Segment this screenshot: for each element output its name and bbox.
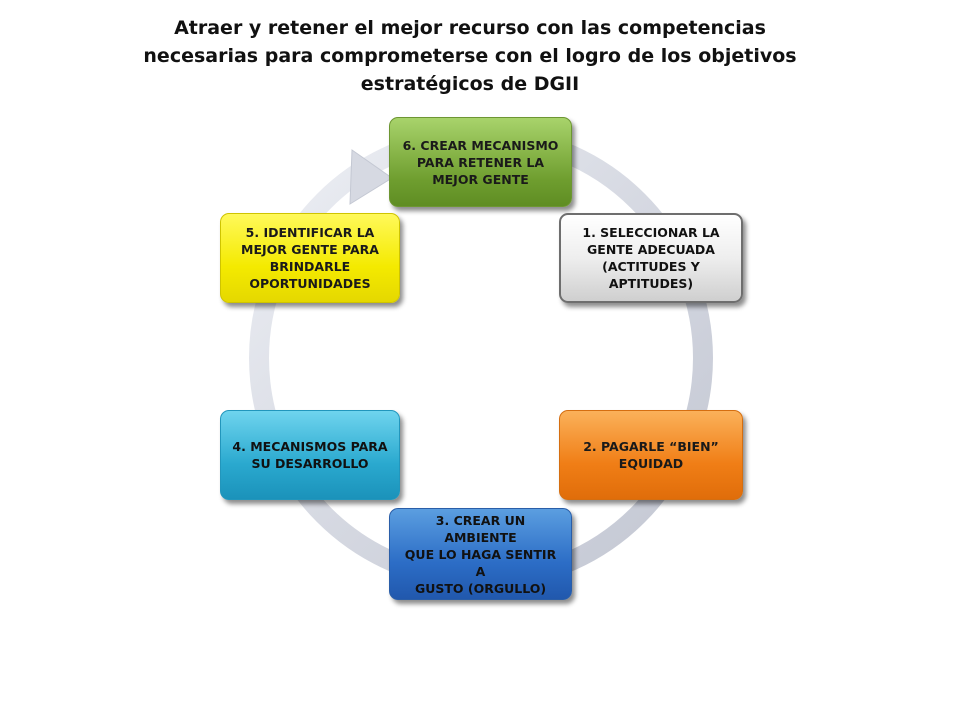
step-5-identify-best-people: 5. IDENTIFICAR LA MEJOR GENTE PARA BRIND… xyxy=(220,213,400,303)
step-3-line: 3. CREAR UN AMBIENTE xyxy=(435,512,526,545)
step-6-line: MEJOR GENTE xyxy=(432,171,529,187)
step-2-line: EQUIDAD xyxy=(618,456,684,471)
step-4-line: 4. MECANISMOS PARA xyxy=(232,439,388,454)
step-1-line: GENTE ADECUADA xyxy=(587,242,715,257)
step-5-line: OPORTUNIDADES xyxy=(249,276,371,291)
step-5-line: MEJOR GENTE PARA xyxy=(241,242,379,257)
step-1-line: (ACTITUDES Y xyxy=(602,259,700,274)
title-line-1: Atraer y retener el mejor recurso con la… xyxy=(174,17,766,39)
step-4-line: SU DESARROLLO xyxy=(251,456,369,471)
step-6-line: PARA RETENER LA xyxy=(416,154,545,170)
step-1-line: APTITUDES) xyxy=(608,276,694,291)
step-5-line: 5. IDENTIFICAR LA xyxy=(245,225,375,240)
slide-title: Atraer y retener el mejor recurso con la… xyxy=(140,14,800,98)
title-line-2: necesarias para comprometerse con el log… xyxy=(143,45,797,67)
step-4-development-mechanisms: 4. MECANISMOS PARA SU DESARROLLO xyxy=(220,410,400,500)
step-6-create-retention-mechanism: 6. CREAR MECANISMO PARA RETENER LA MEJOR… xyxy=(389,117,572,207)
step-3-create-environment: 3. CREAR UN AMBIENTE QUE LO HAGA SENTIR … xyxy=(389,508,572,600)
step-1-select-people: 1. SELECCIONAR LA GENTE ADECUADA (ACTITU… xyxy=(559,213,743,303)
step-3-line: GUSTO (ORGULLO) xyxy=(414,580,547,596)
step-3-line: QUE LO HAGA SENTIR A xyxy=(404,546,557,579)
step-5-line: BRINDARLE xyxy=(269,259,351,274)
step-2-pay-well: 2. PAGARLE “BIEN” EQUIDAD xyxy=(559,410,743,500)
cycle-arrow-head xyxy=(349,149,393,205)
step-2-line: 2. PAGARLE “BIEN” xyxy=(583,439,719,454)
step-1-line: 1. SELECCIONAR LA xyxy=(582,225,720,240)
step-6-line: 6. CREAR MECANISMO xyxy=(402,137,559,153)
title-line-3: estratégicos de DGII xyxy=(360,73,580,95)
